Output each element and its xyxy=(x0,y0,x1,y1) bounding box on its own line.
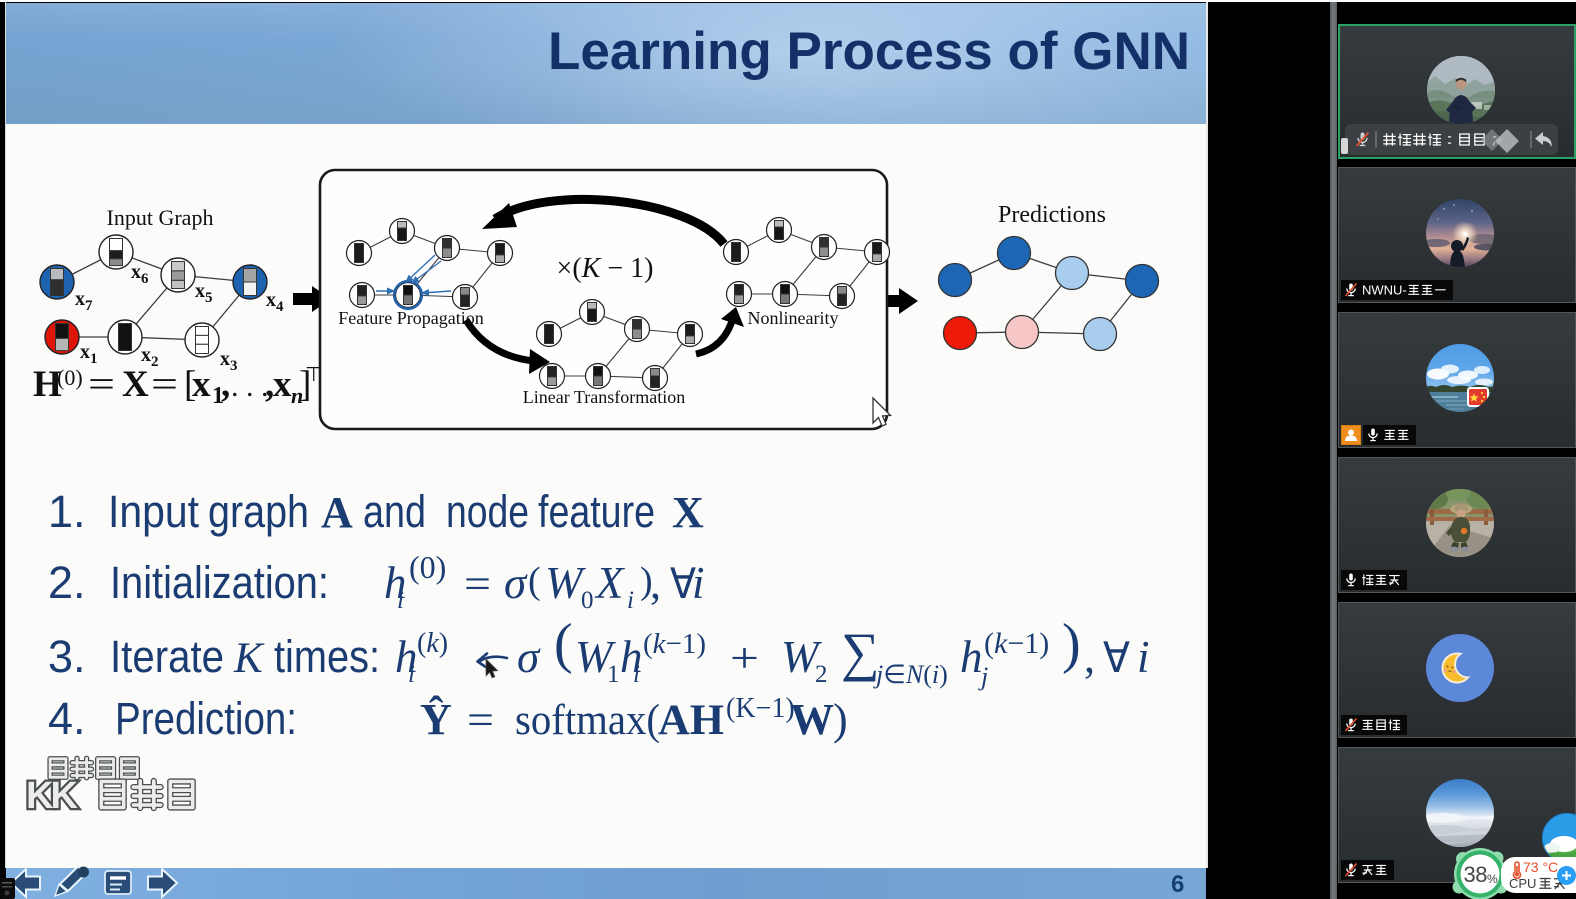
svg-text:j: j xyxy=(978,662,988,691)
svg-text:[: [ xyxy=(184,364,196,405)
svg-text:+: + xyxy=(730,636,759,682)
svg-text:3.: 3. xyxy=(48,631,86,682)
svg-text:NWNU-: NWNU- xyxy=(1362,283,1407,298)
svg-text:. . .: . . . xyxy=(231,370,269,403)
svg-text:Linear Transformation: Linear Transformation xyxy=(523,387,685,407)
svg-text:(k−1): (k−1) xyxy=(984,627,1049,660)
svg-text:K: K xyxy=(233,635,265,682)
svg-text:i: i xyxy=(1137,632,1150,682)
svg-text:i: i xyxy=(633,661,640,688)
svg-text:=: = xyxy=(88,364,115,405)
svg-text:KK: KK xyxy=(26,775,78,817)
svg-text:X: X xyxy=(672,488,704,537)
svg-text:Nonlinearity: Nonlinearity xyxy=(748,308,839,328)
svg-text:feature: feature xyxy=(538,486,655,537)
svg-text:%: % xyxy=(1487,872,1498,886)
svg-text:σ: σ xyxy=(517,632,541,682)
svg-text:H: H xyxy=(33,364,62,405)
svg-text:Learning Process of GNN: Learning Process of GNN xyxy=(548,22,1190,81)
svg-text:i: i xyxy=(627,587,634,614)
svg-text:1.: 1. xyxy=(48,486,86,537)
svg-text:A: A xyxy=(321,488,353,537)
svg-text:i: i xyxy=(692,558,705,608)
svg-text:h: h xyxy=(384,558,407,608)
svg-text:j∈N(i): j∈N(i) xyxy=(873,660,948,689)
svg-text:(0): (0) xyxy=(57,365,83,390)
svg-text:h: h xyxy=(395,632,418,682)
svg-text:Initialization:: Initialization: xyxy=(110,557,329,608)
svg-text:σ: σ xyxy=(504,558,528,608)
svg-text:n: n xyxy=(291,383,303,408)
svg-text:1: 1 xyxy=(212,383,224,409)
svg-text:X: X xyxy=(594,558,625,608)
svg-text:node: node xyxy=(446,486,529,537)
svg-text:Predictions: Predictions xyxy=(998,202,1106,228)
svg-text:(k): (k) xyxy=(417,628,448,659)
svg-text:Iterate: Iterate xyxy=(110,631,224,682)
svg-text:1: 1 xyxy=(607,661,620,688)
svg-text:AH: AH xyxy=(658,697,724,744)
svg-text:CPU: CPU xyxy=(1509,876,1536,891)
svg-text:x: x xyxy=(192,364,211,405)
svg-text:∀: ∀ xyxy=(1103,636,1130,682)
svg-text:=: = xyxy=(151,364,178,405)
svg-text:(: ( xyxy=(554,613,573,675)
svg-text:(: ( xyxy=(528,560,541,602)
svg-text:=: = xyxy=(464,562,491,608)
svg-text:i: i xyxy=(397,587,404,614)
svg-text:×(K − 1): ×(K − 1) xyxy=(557,253,654,284)
svg-text:∀: ∀ xyxy=(670,562,696,608)
svg-text:(k−1): (k−1) xyxy=(643,628,706,660)
svg-text:W: W xyxy=(790,695,834,744)
svg-text:,: , xyxy=(650,559,661,608)
svg-text:,: , xyxy=(1084,633,1095,682)
svg-text:x4: x4 xyxy=(266,289,284,315)
svg-text:=: = xyxy=(467,698,494,744)
svg-text:Input: Input xyxy=(108,486,199,537)
svg-text:4.: 4. xyxy=(48,693,86,744)
svg-text:Feature Propagation: Feature Propagation xyxy=(338,308,483,328)
svg-text:i: i xyxy=(408,661,415,688)
svg-text:x7: x7 xyxy=(75,288,93,314)
svg-text:Input Graph: Input Graph xyxy=(107,205,214,230)
svg-text:x: x xyxy=(273,364,292,405)
svg-text:W: W xyxy=(575,632,616,682)
svg-text:X: X xyxy=(122,364,149,405)
svg-text:times:: times: xyxy=(274,631,380,682)
svg-text:∑: ∑ xyxy=(841,622,880,682)
svg-text:Ŷ: Ŷ xyxy=(420,695,452,744)
svg-text:): ) xyxy=(833,695,848,744)
svg-text:2: 2 xyxy=(815,661,828,688)
svg-text:38: 38 xyxy=(1464,862,1488,887)
svg-text:]: ] xyxy=(299,364,311,405)
svg-text:): ) xyxy=(1062,613,1081,675)
svg-text:(K−1): (K−1) xyxy=(726,693,795,724)
svg-text:W: W xyxy=(545,558,586,608)
svg-text:(0): (0) xyxy=(409,549,446,585)
svg-text:softmax(: softmax( xyxy=(515,697,660,744)
svg-text:W: W xyxy=(781,632,822,682)
svg-text:): ) xyxy=(640,560,653,602)
svg-text:Prediction:: Prediction: xyxy=(115,693,297,744)
svg-text:and: and xyxy=(363,486,426,537)
svg-text:x6: x6 xyxy=(131,261,149,287)
svg-text:,: , xyxy=(221,364,230,405)
svg-text:⊤: ⊤ xyxy=(305,364,322,386)
svg-text:h: h xyxy=(620,632,643,682)
svg-text:,: , xyxy=(265,364,274,405)
svg-text:2.: 2. xyxy=(48,557,86,608)
svg-text:x5: x5 xyxy=(195,280,213,306)
svg-text:0: 0 xyxy=(581,587,594,614)
svg-text:73 °C: 73 °C xyxy=(1523,859,1558,875)
svg-text:graph: graph xyxy=(208,486,309,537)
svg-text:h: h xyxy=(960,632,983,682)
